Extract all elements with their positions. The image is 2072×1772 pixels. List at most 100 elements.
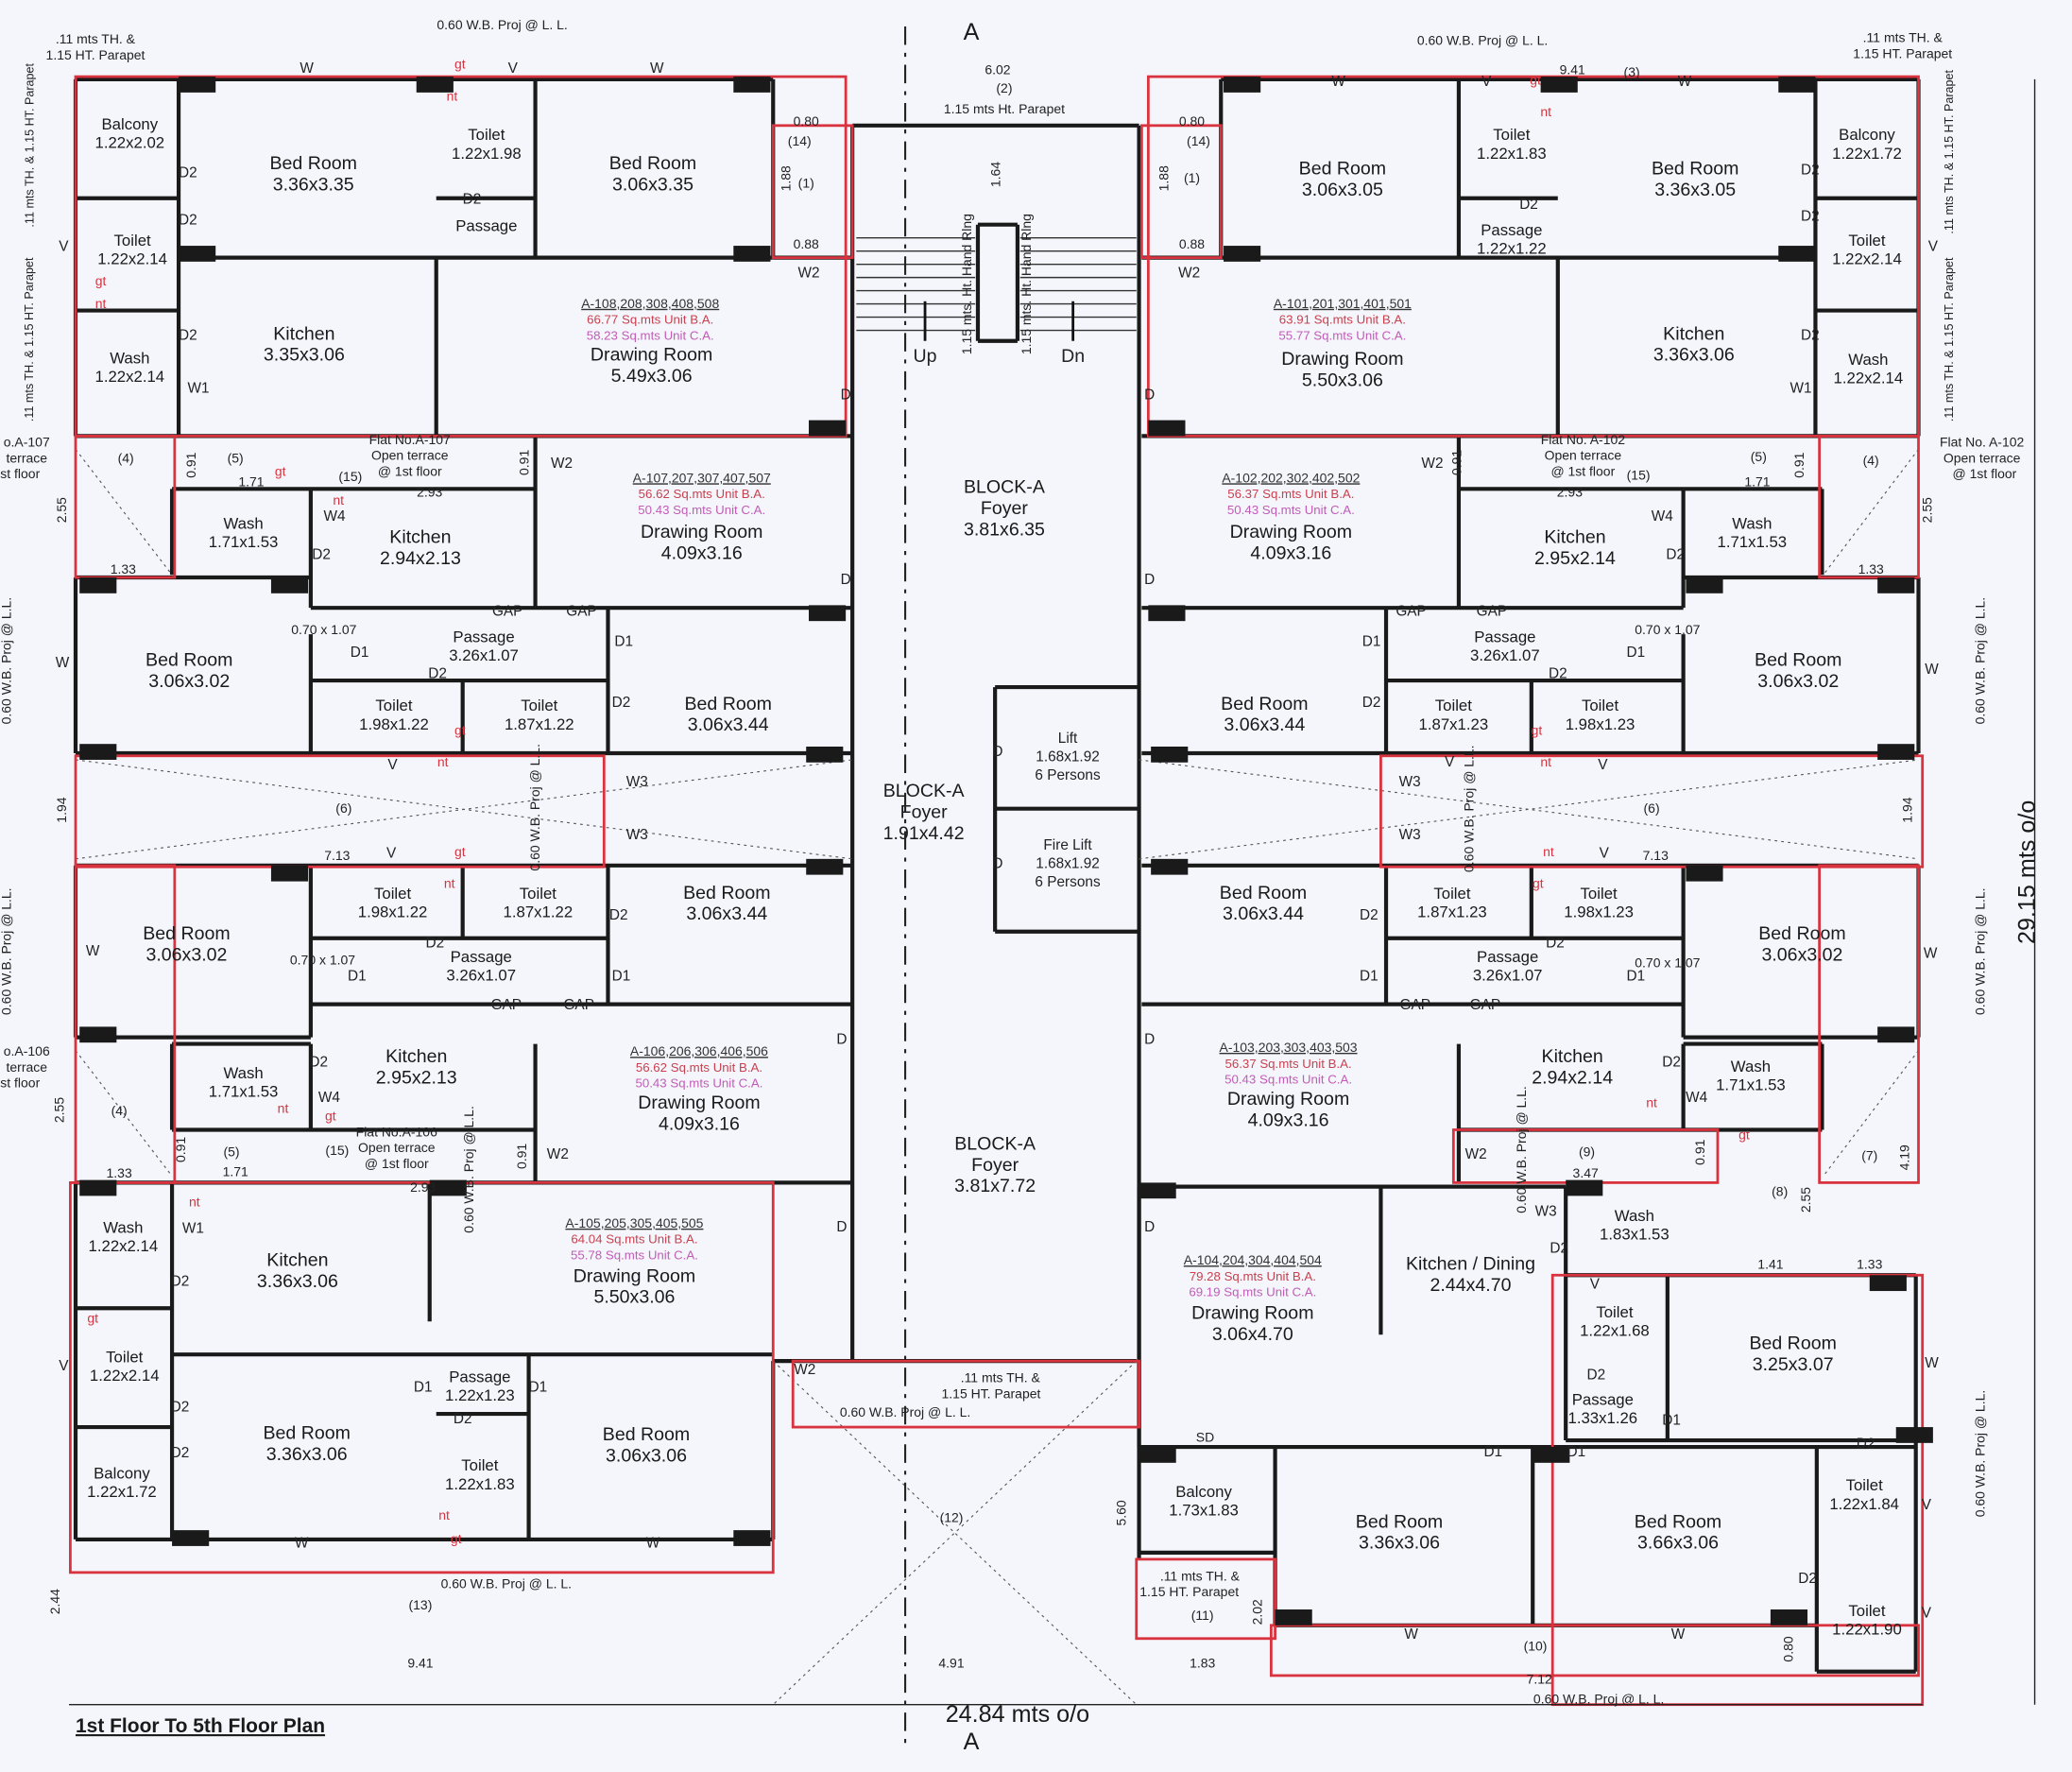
dimension-annotation: (14) [788,133,812,148]
opening-label: V [1928,239,1939,255]
dimension-annotation: 0.91 [517,450,532,475]
opening-label: D [992,856,1002,872]
dimension-annotation: 5.60 [1114,1500,1129,1525]
opening-label: V [1590,1276,1601,1292]
unit-carpet-area: 50.43 Sq.mts Unit C.A. [1224,1073,1352,1087]
opening-label: V [1922,1605,1932,1621]
terrace-diagonal [772,1360,1138,1706]
room-name: Bed Room [684,694,771,714]
room-size: 1.22x1.98 [452,145,522,163]
room-size: 3.06x3.06 [606,1445,687,1466]
unit-carpet-area: 55.77 Sq.mts Unit C.A. [1278,328,1406,342]
column [1770,1609,1808,1626]
room-size: 1.22x2.14 [97,250,167,268]
column [733,77,771,93]
room-name: Drawing Room [641,522,762,542]
room-name: Kitchen / Dining [1406,1254,1535,1275]
dimension-annotation: @ 1st floor [1953,466,2017,481]
parapet-outline [771,124,854,260]
foyer-2-block: BLOCK-A [883,781,966,801]
unit-carpet-area: 58.23 Sq.mts Unit C.A. [587,328,714,342]
dimension-annotation: 1.71 [223,1163,248,1178]
dimension-annotation: (5) [228,450,244,465]
room-size: 1.22x1.23 [445,1386,515,1404]
opening-label: W2 [1465,1146,1487,1162]
column [79,577,117,594]
dimension-annotation: 7.13 [1643,848,1669,863]
opening-label: V [386,845,397,861]
room-size: 4.09x3.16 [661,542,743,563]
fire-lift-size: 1.68x1.92 [1036,856,1100,872]
room-size: 1.22x1.72 [87,1483,157,1501]
dimension-annotation: 0.60 W.B. Proj @ L.L. [0,597,13,725]
opening-label: V [59,1358,69,1374]
dimension-annotation: (8) [1772,1183,1788,1198]
opening-label: D1 [612,968,631,984]
walls [73,77,1921,1706]
room-name: Toilet [1581,885,1618,903]
room-size: 3.06x3.44 [686,903,767,924]
opening-label: D1 [1362,634,1381,650]
room-size: 1.98x1.23 [1564,903,1634,920]
room-size: 1.22x2.14 [89,1237,159,1255]
dimension-annotation: 0.60 W.B. Proj @ L.L. [1972,597,1987,725]
room-size: 3.06x3.02 [146,944,227,965]
foyer-1-size: 3.81x6.35 [964,519,1045,540]
opening-label: D2 [612,695,631,711]
opening-label: V [1922,1497,1932,1513]
room-size: 1.73x1.83 [1169,1502,1239,1520]
room-name: Balcony [101,115,158,133]
room-name: Balcony [1839,126,1895,144]
column [1877,1026,1915,1043]
column [1151,746,1189,763]
gt-nt-marker: nt [1646,1095,1657,1110]
room-size: 2.44x4.70 [1430,1275,1512,1296]
opening-label: D2 [1549,665,1567,681]
opening-label: D [1144,387,1155,403]
room-size: 4.09x3.16 [659,1113,740,1134]
columns [79,77,1933,1626]
room-size: 1.83x1.53 [1600,1226,1670,1244]
unit-built-area: 66.77 Sq.mts Unit B.A. [587,313,713,327]
opening-label: D2 [1362,695,1381,711]
opening-label: W [300,60,314,77]
foyer-1-name: Foyer [981,498,1028,519]
room-size: 2.94x2.13 [380,548,461,569]
room-name: Toilet [1582,697,1618,714]
unit-carpet-area: 69.19 Sq.mts Unit C.A. [1189,1285,1316,1299]
dimension-annotation: 1.71 [1744,474,1770,490]
opening-label: GAP [1477,604,1507,620]
room-size: 1.22x1.22 [1477,239,1547,257]
dimension-annotation: (15) [338,469,362,484]
dimension-annotation: .11 mts TH. & 1.15 HT. Parapet [1943,257,1956,421]
room-size: 3.36x3.06 [1653,345,1735,366]
room-name: Bed Room [1356,1511,1443,1532]
dimension-annotation: 2.44 [47,1589,62,1614]
dimension-annotation: 9.41 [407,1656,433,1671]
room-size: 3.36x3.06 [257,1271,338,1292]
dimension-annotation: (10) [1524,1638,1548,1653]
room-size: 3.06x3.02 [1761,944,1842,965]
room-name: Toilet [521,697,557,714]
gt-nt-marker: gt [275,463,286,478]
room-size: 1.87x1.22 [504,903,574,920]
room-size: 3.26x1.07 [1470,646,1540,664]
room-name: Toilet [1596,1303,1633,1321]
opening-label: D2 [1587,1368,1606,1384]
overall-width: 24.84 mts o/o [946,1701,1089,1728]
unit-number: A-101,201,301,401,501 [1274,296,1412,311]
dimension-annotation: 0.70 x 1.07 [1635,955,1700,970]
column [270,577,309,594]
column [1533,1447,1570,1463]
room-size: 1.87x1.23 [1419,715,1489,733]
lift-capacity: 6 Persons [1035,767,1101,783]
opening-label: D1 [1360,968,1378,984]
dimension-annotation: 0.60 W.B. Proj @ L.L. [1514,1086,1529,1213]
dimension-annotation: (5) [1751,449,1767,464]
room-name: Kitchen [273,323,334,344]
opening-label: V [1481,74,1492,90]
dimension-annotation: 0.80 [794,113,819,129]
dimension-annotation: 0.88 [1179,236,1205,251]
